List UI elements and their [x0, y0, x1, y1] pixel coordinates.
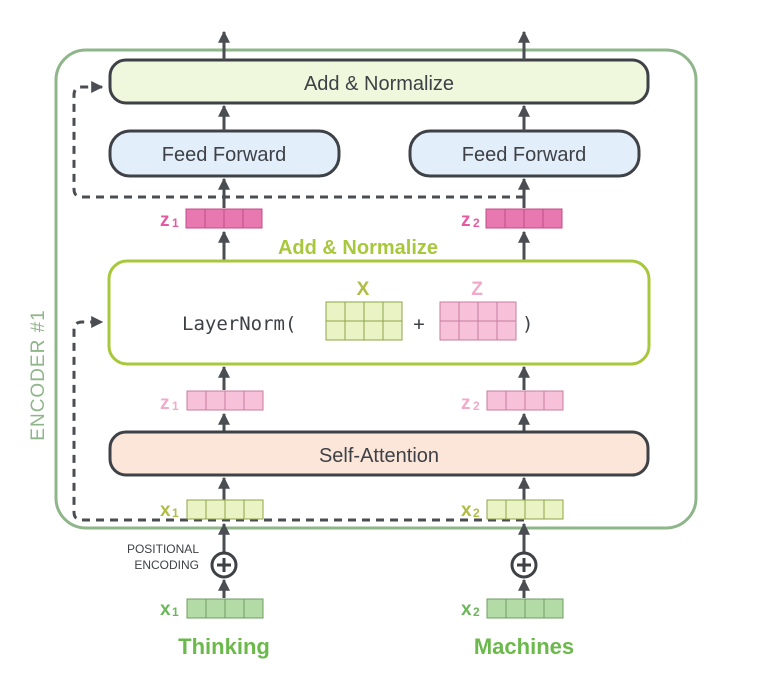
- encoder-boundary: [54, 48, 698, 530]
- x1-emb-vector: [186, 598, 264, 619]
- x2-enc-subscript: 2: [473, 506, 480, 520]
- z1-top-letter: z: [160, 210, 170, 231]
- residual-connection-bottom: [72, 316, 524, 522]
- z2-mid-vector: [486, 390, 564, 411]
- input-word-1: Thinking: [178, 634, 270, 659]
- z1-top-subscript: 1: [172, 216, 179, 230]
- x2-enc-letter: x: [461, 500, 472, 521]
- z2-top-letter: z: [461, 210, 471, 231]
- x2-emb-letter: x: [461, 599, 472, 620]
- positional-encoding-line2: ENCODING: [134, 558, 199, 572]
- x2-enc-vector: [486, 499, 564, 520]
- encoder-label: ENCODER #1: [28, 309, 49, 440]
- self-attention-label: Self-Attention: [319, 445, 439, 467]
- x1-emb-subscript: 1: [172, 605, 179, 619]
- x1-enc-letter: x: [160, 500, 171, 521]
- layernorm-close: ): [522, 313, 533, 335]
- layernorm-plus: +: [413, 313, 424, 335]
- x-matrix-label: X: [357, 279, 370, 300]
- x1-emb-letter: x: [160, 599, 171, 620]
- positional-encoding-line1: POSITIONAL: [127, 542, 199, 556]
- z-matrix: [439, 301, 517, 341]
- z1-mid-subscript: 1: [172, 399, 179, 413]
- x1-enc-subscript: 1: [172, 506, 179, 520]
- feed-forward-label-1: Feed Forward: [162, 144, 287, 166]
- z2-mid-subscript: 2: [473, 399, 480, 413]
- x2-emb-vector: [486, 598, 564, 619]
- z-matrix-label: Z: [471, 279, 483, 300]
- z1-mid-vector: [186, 390, 264, 411]
- x-matrix: [325, 301, 403, 341]
- self-attention-box: [108, 430, 650, 477]
- z1-top-vector: [185, 208, 263, 229]
- z1-mid-letter: z: [160, 393, 170, 414]
- input-word-2: Machines: [474, 634, 574, 659]
- layernorm-open: LayerNorm(: [182, 313, 296, 335]
- top-add-normalize-box: [108, 58, 650, 105]
- z2-mid-letter: z: [461, 393, 471, 414]
- x1-enc-vector: [186, 499, 264, 520]
- mid-add-normalize-label: Add & Normalize: [278, 237, 438, 259]
- z2-top-subscript: 2: [473, 216, 480, 230]
- top-add-normalize-label: Add & Normalize: [304, 73, 454, 95]
- x2-emb-subscript: 2: [473, 605, 480, 619]
- feed-forward-label-2: Feed Forward: [462, 144, 587, 166]
- z2-top-vector: [485, 208, 563, 229]
